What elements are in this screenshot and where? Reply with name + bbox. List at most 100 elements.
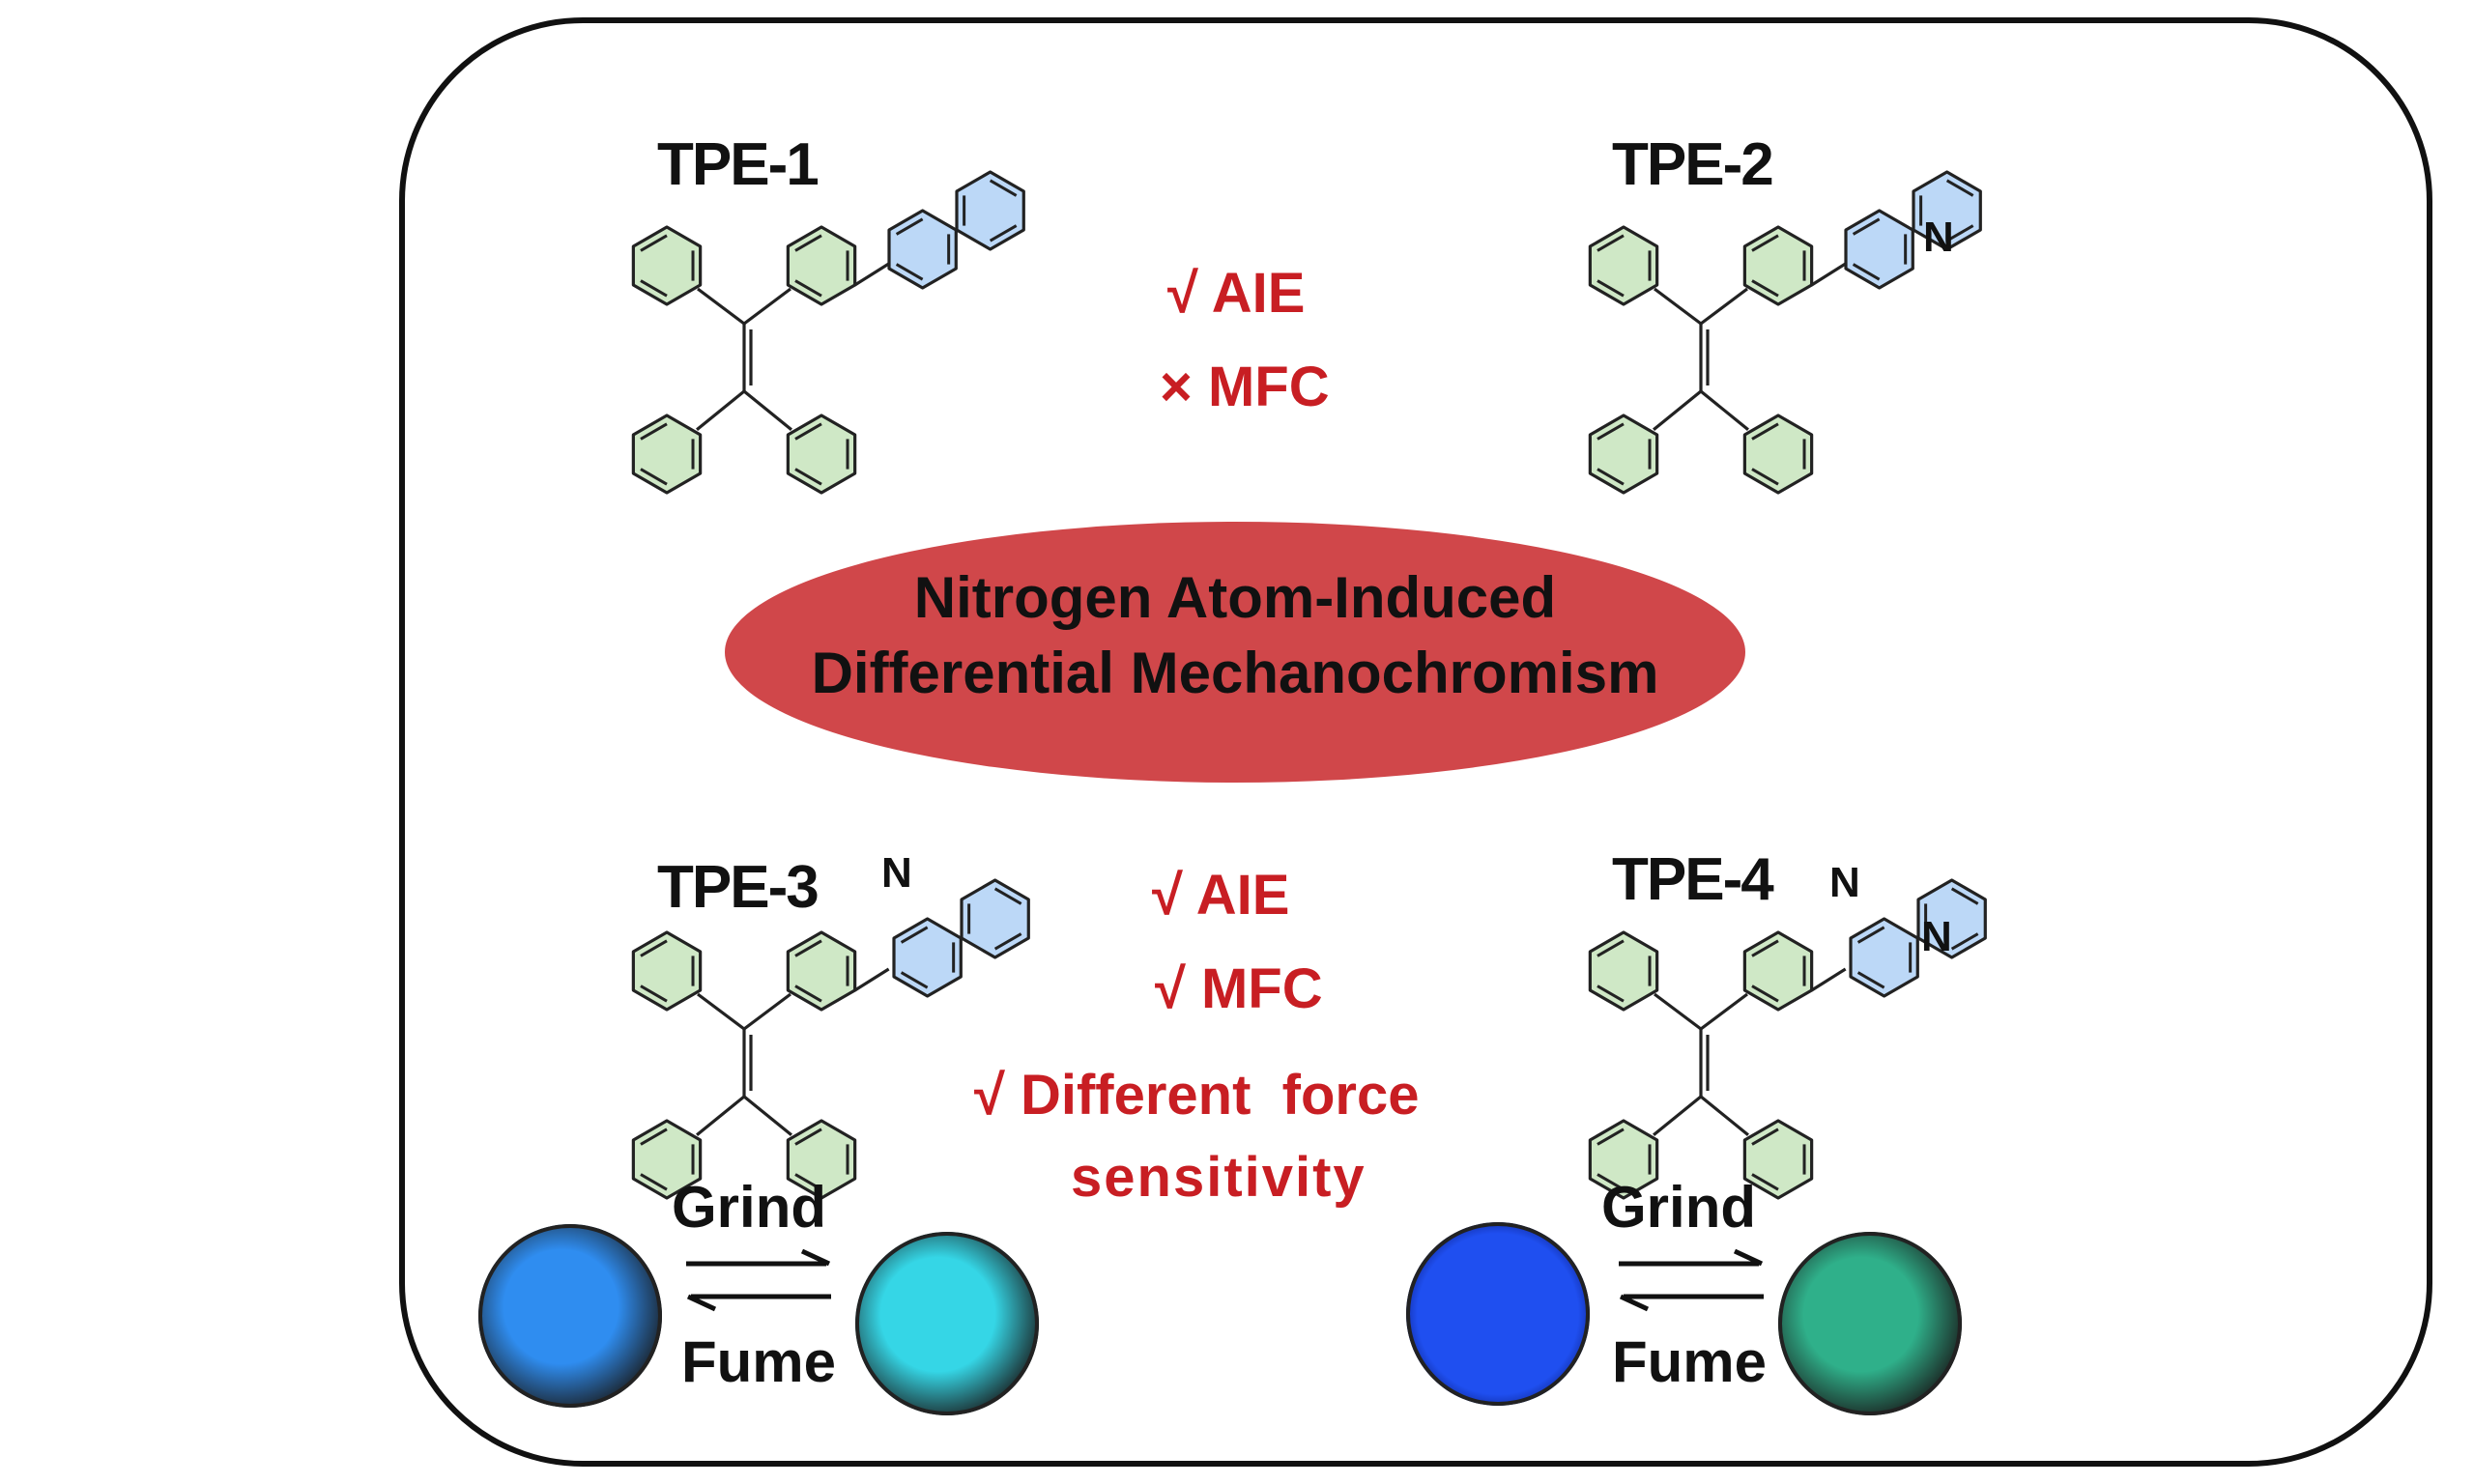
double-bond-line [1597, 1127, 1625, 1146]
hetero-ring-b [955, 170, 1025, 251]
phenyl-ring-1 [631, 930, 703, 1012]
tpe1-label: TPE-1 [657, 131, 820, 198]
double-bond-line [1945, 179, 1974, 197]
double-bond-line [1751, 985, 1779, 1003]
single-bond [697, 287, 745, 326]
tpe4-nitrogen-label-2: N [1921, 913, 1952, 960]
double-bond-line [640, 279, 668, 298]
hetero-ring-a [887, 209, 958, 290]
double-bond-line [794, 468, 822, 486]
tpe4-nitrogen-label-1: N [1829, 859, 1860, 906]
phenyl-ring-3 [1588, 414, 1659, 495]
single-bond [1653, 389, 1703, 432]
single-bond [1699, 1095, 1749, 1137]
forward-arrow-head [800, 1248, 831, 1267]
single-bond [1654, 992, 1702, 1031]
double-bond-line [1751, 234, 1779, 252]
double-bond-line [989, 179, 1018, 197]
single-bond [853, 967, 890, 992]
double-bond-line [1597, 468, 1625, 486]
single-bond [1810, 967, 1847, 992]
double-bond-line [640, 1173, 668, 1191]
single-bond [742, 1095, 792, 1137]
phenyl-ring-2 [786, 225, 857, 306]
double-bond-line [1852, 217, 1881, 236]
phenyl-ring-1 [631, 225, 703, 306]
tpe2-nitrogen-label: N [1923, 214, 1954, 261]
double-bond-line [1751, 1173, 1779, 1191]
top-aie-text: √ AIE [1167, 262, 1306, 325]
force-sensitivity-line2: sensitivity [1071, 1146, 1366, 1209]
tpe3-grind-label: Grind [672, 1175, 826, 1240]
tpe4-before-photo [1406, 1222, 1590, 1406]
tpe3-label: TPE-3 [657, 854, 820, 921]
tpe3-switch-arrows [686, 1248, 831, 1312]
phenyl-ring-3 [631, 414, 703, 495]
single-bond [743, 992, 791, 1031]
center-ellipse [725, 522, 1745, 783]
double-bond-line [895, 217, 924, 236]
double-bond-line [640, 422, 668, 441]
double-bond-line [1950, 932, 1979, 951]
single-bond [697, 992, 745, 1031]
double-bond-line [1945, 224, 1974, 243]
force-sensitivity-line1: √ Different force [974, 1064, 1420, 1127]
phenyl-ring-2 [1742, 930, 1814, 1012]
single-bond [696, 1095, 746, 1137]
double-bond-line [989, 224, 1018, 243]
bottom-mfc-text: √ MFC [1155, 957, 1323, 1020]
tpe4-grind-label: Grind [1601, 1175, 1756, 1240]
phenyl-ring-2 [786, 930, 857, 1012]
double-bond-line [1751, 468, 1779, 486]
double-bond-line [1856, 971, 1885, 989]
double-bond-line [640, 234, 668, 252]
double-bond-line [1852, 263, 1881, 281]
double-bond-line [1597, 279, 1625, 298]
phenyl-ring-4 [786, 414, 857, 495]
tpe3-before-photo [478, 1224, 662, 1408]
center-title-line1: Nitrogen Atom-Induced [913, 565, 1557, 630]
tpe3-structure [631, 878, 1030, 1200]
double-bond-line [895, 263, 924, 281]
hetero-ring-a [1849, 917, 1919, 998]
tpe4-switch-arrows [1619, 1248, 1764, 1312]
top-mfc-text: × MFC [1160, 356, 1330, 418]
phenyl-ring-1 [1588, 930, 1659, 1012]
double-bond-line [794, 422, 822, 441]
backward-arrow-head [1619, 1294, 1650, 1312]
tpe2-label: TPE-2 [1612, 131, 1774, 198]
double-bond-line [794, 1173, 822, 1191]
phenyl-ring-1 [1588, 225, 1659, 306]
single-bond [696, 389, 746, 432]
tpe4-fume-label: Fume [1612, 1329, 1768, 1394]
double-bond-line [794, 279, 822, 298]
single-bond [742, 389, 792, 432]
double-bond-line [1856, 926, 1885, 944]
tpe3-fume-label: Fume [681, 1329, 837, 1394]
single-bond [1654, 287, 1702, 326]
double-bond-line [794, 234, 822, 252]
double-bond-line [640, 1127, 668, 1146]
center-title: Nitrogen Atom-Induced Differential Mecha… [725, 560, 1745, 711]
tpe4-label: TPE-4 [1612, 846, 1774, 913]
double-bond-line [1950, 887, 1979, 905]
double-bond-line [1751, 422, 1779, 441]
single-bond [853, 262, 890, 287]
double-bond-line [1597, 1173, 1625, 1191]
double-bond-line [1751, 1127, 1779, 1146]
phenyl-ring-4 [1742, 414, 1814, 495]
double-bond-line [1597, 234, 1625, 252]
double-bond-line [794, 1127, 822, 1146]
backward-arrow-head [686, 1294, 717, 1312]
tpe3-nitrogen-label: N [881, 849, 912, 897]
tpe1-structure [631, 170, 1025, 495]
single-bond [1810, 262, 1847, 287]
double-bond-line [640, 468, 668, 486]
single-bond [1700, 287, 1748, 326]
double-bond-line [794, 985, 822, 1003]
double-bond-line [900, 926, 929, 944]
double-bond-line [1597, 939, 1625, 957]
tpe4-structure [1588, 878, 1987, 1200]
single-bond [1699, 389, 1749, 432]
double-bond-line [993, 932, 1022, 951]
